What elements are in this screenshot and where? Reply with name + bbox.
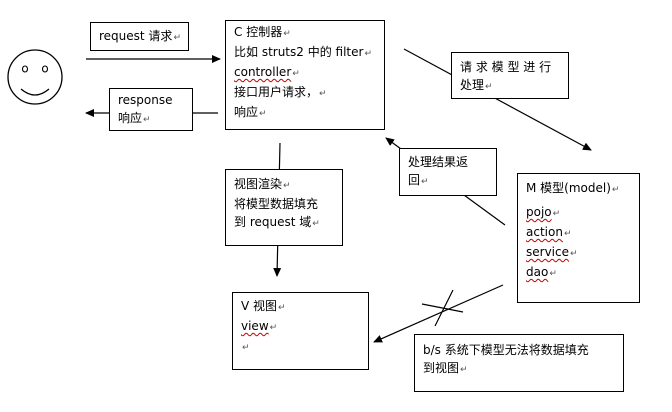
request-model-note-line2: 处理 xyxy=(460,78,485,92)
bs-note-line1: b/s 系统下模型无法将数据填充 xyxy=(423,343,589,357)
model-to-view-arrow xyxy=(373,284,504,343)
model-item-service: service xyxy=(526,245,569,259)
model-title: M 模型(model) xyxy=(526,181,611,195)
bs-note: b/s 系统下模型无法将数据填充 到视图↵ xyxy=(414,334,624,392)
request-label-text: request 请求 xyxy=(99,29,173,43)
render-note: 视图渲染↵ 将模型数据填充 到 request 域↵ xyxy=(225,169,343,246)
controller-title: C 控制器 xyxy=(234,25,283,39)
bs-note-line2: 到视图 xyxy=(423,361,460,375)
model-item-pojo: pojo xyxy=(526,205,552,219)
result-return-note-line1: 处理结果返 xyxy=(408,155,469,169)
view-item: view xyxy=(241,319,269,333)
request-model-note: 请 求 模 型 进 行 处理↵ xyxy=(451,52,569,99)
render-note-line2: 将模型数据填充 xyxy=(234,197,319,211)
request-model-note-line1: 请 求 模 型 进 行 xyxy=(460,60,552,74)
request-label: request 请求↵ xyxy=(90,22,189,51)
model-item-dao: dao xyxy=(526,265,549,279)
response-label-line1: response xyxy=(118,93,173,107)
smiley-face-icon xyxy=(7,49,63,105)
cross-mark-icon xyxy=(421,289,464,327)
view-box: V 视图↵ view↵ ↵ xyxy=(232,292,369,370)
controller-line4: 接口用户请求， xyxy=(234,85,319,99)
result-return-note: 处理结果返 回↵ xyxy=(399,148,497,196)
view-title: V 视图 xyxy=(241,299,278,313)
controller-line2: 比如 struts2 中的 filter xyxy=(234,45,364,59)
response-label: response 响应↵ xyxy=(109,88,193,131)
render-note-line1: 视图渲染 xyxy=(234,177,283,191)
controller-line5: 响应 xyxy=(234,105,259,119)
view-empty-line: ↵ xyxy=(242,343,250,353)
controller-to-model-arrow xyxy=(403,48,592,151)
result-return-note-line2: 回 xyxy=(408,173,421,187)
controller-box: C 控制器↵ 比如 struts2 中的 filter↵ controller↵… xyxy=(225,20,385,130)
model-box: M 模型(model)↵ pojo↵ action↵ service↵ dao↵ xyxy=(517,173,640,303)
controller-line3: controller xyxy=(234,65,292,79)
render-note-line3: 到 request 域 xyxy=(234,215,312,229)
response-label-line2: 响应 xyxy=(118,111,143,125)
model-item-action: action xyxy=(526,225,563,239)
